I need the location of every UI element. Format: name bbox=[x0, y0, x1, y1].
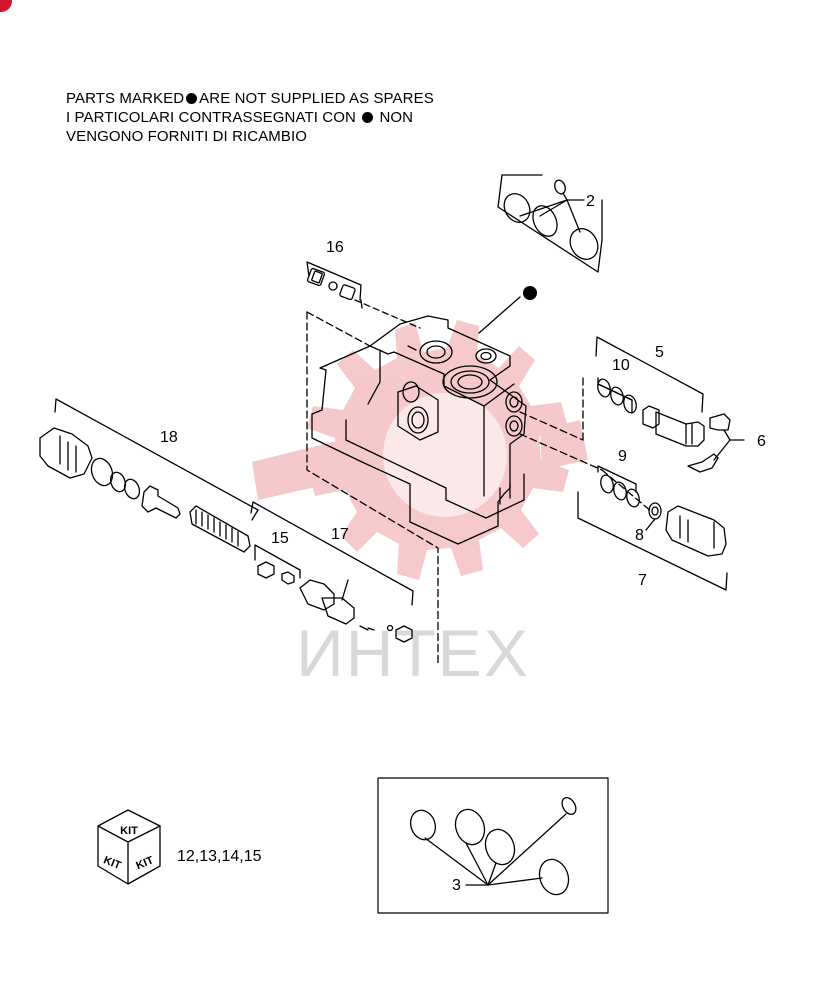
callout-2: 2 bbox=[586, 193, 595, 210]
check-valve-group-17 bbox=[250, 501, 414, 643]
oring-set-2 bbox=[497, 174, 603, 273]
not-supplied-marker-icon bbox=[523, 286, 537, 300]
callout-15: 15 bbox=[271, 530, 289, 547]
note-line-3: VENGONO FORNITI DI RICAMBIO bbox=[66, 128, 308, 145]
seal-icon bbox=[648, 502, 662, 520]
callout-9: 9 bbox=[618, 448, 627, 465]
callout-18: 18 bbox=[160, 429, 178, 446]
callout-5: 5 bbox=[655, 344, 664, 361]
callout-6: 6 bbox=[757, 433, 766, 450]
leader-not-supplied bbox=[478, 296, 521, 334]
callout-16: 16 bbox=[326, 239, 344, 256]
kit-cube-label-top: KIT bbox=[120, 825, 138, 837]
note-line-2: I PARTICOLARI CONTRASSEGNATI CON NON bbox=[66, 109, 414, 126]
not-supplied-dot-icon bbox=[362, 112, 374, 123]
clip-icon bbox=[687, 453, 719, 473]
oring-icon bbox=[623, 394, 637, 414]
plug-set-16 bbox=[306, 261, 421, 329]
spool-group-18 bbox=[39, 398, 259, 553]
spring-icon bbox=[189, 505, 251, 553]
oring-icon bbox=[538, 858, 570, 896]
small-oring-icon bbox=[554, 179, 566, 195]
clip-icon bbox=[709, 413, 731, 431]
callout-7: 7 bbox=[638, 572, 647, 589]
oring-icon bbox=[454, 808, 486, 846]
kit-cube-label-right: KIT bbox=[134, 854, 155, 872]
oring-icon bbox=[600, 474, 614, 494]
oring-icon bbox=[532, 205, 558, 237]
oring-icon bbox=[503, 193, 531, 223]
callout-labels: 2 3 5 6 7 8 9 10 15 16 17 18 bbox=[160, 193, 766, 894]
oring-icon bbox=[597, 378, 611, 398]
oring-icon bbox=[569, 228, 599, 260]
oring-icon bbox=[613, 481, 627, 501]
oring-icon bbox=[109, 471, 127, 493]
oring-icon bbox=[484, 828, 516, 866]
callout-17: 17 bbox=[331, 526, 349, 543]
oring-icon bbox=[626, 488, 640, 508]
oring-icon bbox=[409, 809, 437, 841]
oring-icon bbox=[90, 457, 114, 487]
oring-icon bbox=[610, 386, 624, 406]
valve-body bbox=[311, 315, 527, 545]
oring-icon bbox=[123, 478, 141, 500]
kit-cube-icon bbox=[97, 809, 161, 885]
not-supplied-dot-icon bbox=[186, 93, 198, 104]
kit-parts-list: 12,13,14,15 bbox=[177, 848, 262, 865]
watermark-gear-hole bbox=[383, 393, 507, 517]
relief-valve-group-7 bbox=[577, 465, 728, 591]
callout-3: 3 bbox=[452, 877, 461, 894]
small-oring-icon bbox=[561, 796, 577, 816]
watermark-text: ИНТЕХ bbox=[296, 616, 529, 690]
callout-10: 10 bbox=[612, 357, 630, 374]
relief-valve-group-5 bbox=[595, 336, 745, 473]
callout-8: 8 bbox=[635, 527, 644, 544]
oring-set-3 bbox=[377, 777, 609, 914]
